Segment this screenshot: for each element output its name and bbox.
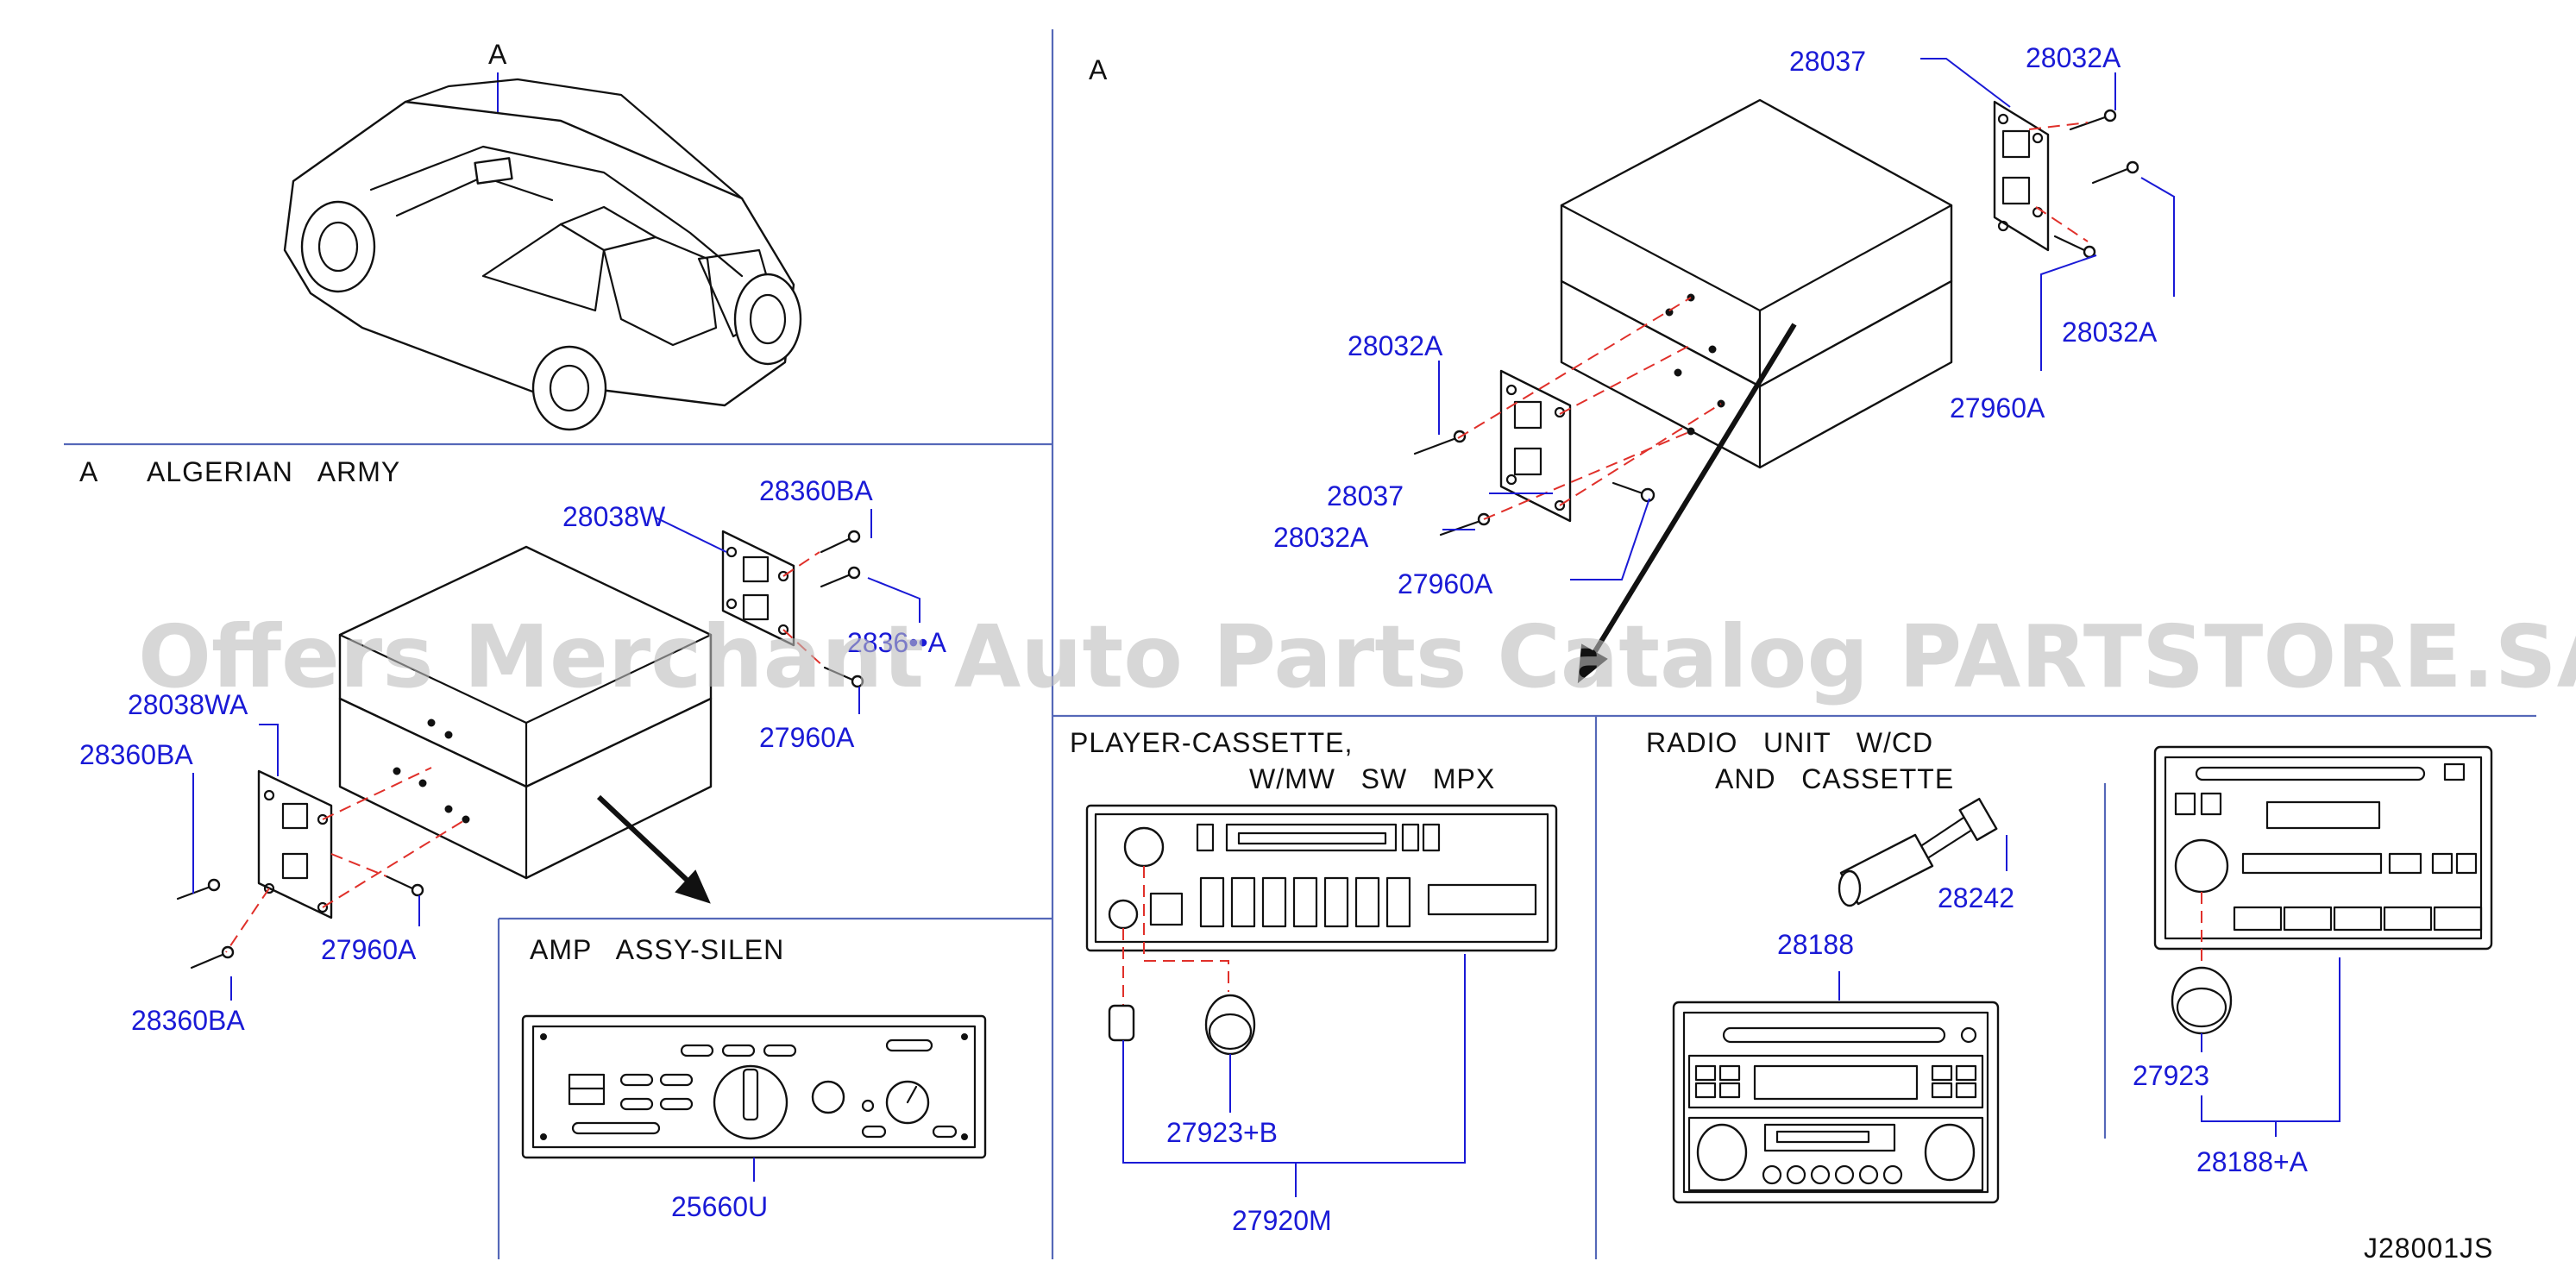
label-25660u: 25660U (671, 1191, 768, 1222)
view-marker-a: A (488, 39, 507, 70)
label-28037: 28037 (1789, 46, 1866, 77)
section-dividers (64, 29, 2536, 1259)
amp-title: AMP ASSY-SILEN (530, 934, 784, 965)
cd-left-knob (1696, 1123, 1748, 1182)
screw-al1 (820, 536, 852, 554)
algerian-title: ALGERIAN ARMY (147, 456, 400, 487)
screw-a4 (1413, 436, 1458, 455)
label-28032a-bottom: 28032A (1273, 522, 1369, 553)
cassette-knob-small (1108, 1004, 1135, 1042)
label-28032a-left: 28032A (1348, 330, 1443, 361)
cassette-left-knob (1123, 826, 1165, 868)
spare-tire (733, 273, 802, 366)
label-28032a-top: 28032A (2026, 42, 2121, 73)
label-27923b: 27923+B (1166, 1117, 1278, 1148)
zoom-arrow-a (1577, 643, 1608, 684)
cd-radio-unit-alt (2153, 745, 2493, 951)
cd-alt-knob (2174, 838, 2229, 894)
label-28360ba-top: 28360BA (759, 475, 873, 506)
label-27960a-top: 27960A (759, 722, 855, 753)
label-27960a-right: 27960A (1950, 392, 2045, 424)
label-28188: 28188 (1777, 929, 1854, 960)
radio-cd-title-1: RADIO UNIT W/CD (1646, 727, 1933, 758)
algerian-marker: A (79, 456, 98, 487)
algerian-army-section: A ALGERIAN ARMY (79, 456, 947, 1036)
mount-bracket-left (1499, 369, 1572, 523)
screw-al3 (823, 666, 854, 681)
label-28360ba-bottom: 28360BA (131, 1005, 245, 1036)
rear-wheel (531, 345, 607, 431)
preset-buttons (1199, 876, 1411, 928)
amp-big-knob (713, 1064, 789, 1140)
screw-al6 (385, 875, 414, 890)
front-wheel (300, 200, 376, 293)
suv-body (283, 100, 795, 407)
label-28188a: 28188+A (2196, 1146, 2309, 1177)
bracket-28038wa (257, 769, 333, 919)
screw-al5 (190, 952, 226, 969)
label-2836xxa: 2836••A (847, 627, 947, 658)
amp-section: AMP ASSY-SILEN 25660U (521, 934, 987, 1222)
mount-bracket-right (1993, 100, 2050, 252)
amp-small-knob (811, 1080, 845, 1114)
label-27920m: 27920M (1232, 1205, 1332, 1236)
zoom-arrow-algerian (675, 869, 711, 904)
label-27960a-low: 27960A (321, 934, 417, 965)
diagram-code: J28001JS (2364, 1233, 2493, 1264)
watermark: Offers Merchant Auto Parts Catalog PARTS… (138, 606, 2576, 707)
label-28038wa: 28038WA (128, 689, 248, 720)
cassette-section: PLAYER-CASSETTE, W/MW SW MPX (1070, 727, 1558, 1236)
bracket-28038w (721, 530, 795, 647)
label-28038w: 28038W (562, 501, 666, 532)
label-28360ba-left: 28360BA (79, 739, 193, 770)
screw-a5 (1439, 519, 1482, 536)
label-28242: 28242 (1938, 882, 2014, 913)
cassette-title-1: PLAYER-CASSETTE, (1070, 727, 1353, 758)
cd-right-knob (1924, 1123, 1976, 1182)
cassette-knob-large (1204, 994, 1256, 1056)
cassette-title-2: W/MW SW MPX (1249, 763, 1495, 794)
label-27960a-bottom: 27960A (1398, 568, 1493, 599)
label-28037-mid: 28037 (1327, 480, 1404, 511)
cd-radio-unit (1672, 1001, 2000, 1204)
screw-a6 (1612, 481, 1644, 495)
detail-a-marker: A (1089, 54, 1108, 85)
detail-a-section: A (1089, 42, 2175, 684)
radio-cd-title-2: AND CASSETTE (1715, 763, 1954, 794)
screw-a3 (2053, 235, 2086, 252)
vehicle-overview: A (283, 39, 802, 431)
cassette-player-unit (1085, 804, 1558, 952)
label-28032a-right: 28032A (2062, 317, 2158, 348)
radio-cd-section: RADIO UNIT W/CD AND CASSETTE 28242 28188 (1646, 727, 2493, 1204)
roof-antenna-box (474, 157, 513, 185)
screw-al2 (820, 573, 852, 588)
screw-a2 (2091, 167, 2129, 185)
label-27923: 27923 (2133, 1060, 2209, 1091)
cd-knob-27923 (2171, 966, 2233, 1035)
